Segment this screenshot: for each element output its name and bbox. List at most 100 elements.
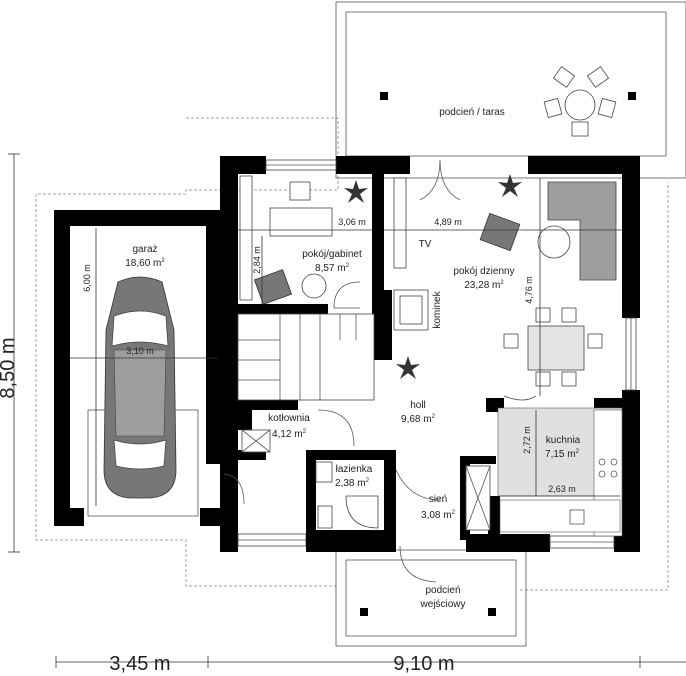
garage-wall-top <box>54 210 222 226</box>
terrace-outline <box>335 1 686 179</box>
house-wall-right-bottom <box>622 390 640 552</box>
stove-icon <box>598 458 618 478</box>
dining-chair <box>587 333 603 349</box>
terrace-table-set <box>543 66 617 137</box>
door-swing <box>399 545 437 583</box>
bathroom-sink <box>315 461 333 483</box>
terrace-column <box>628 92 636 100</box>
dim-living-width: 4,89 m <box>434 217 462 227</box>
room-area-holl: 9,68 m2 <box>401 414 436 425</box>
house-wall-bottom-left <box>220 530 238 552</box>
room-name-kuchnia: kuchnia <box>546 435 581 446</box>
dim-total-depth: 8,50 m <box>0 337 19 398</box>
wall-holl-left <box>238 400 298 410</box>
room-area-gabinet: 8,57 m2 <box>315 263 350 274</box>
round-table <box>301 273 327 299</box>
room-name-podcien-wejsciowy-1: podcień <box>425 585 460 596</box>
room-name-lazienka: łazienka <box>336 464 373 475</box>
room-area-dzienny: 23,28 m2 <box>464 280 504 291</box>
room-name-sien: sień <box>429 494 447 505</box>
wall-kominek <box>372 290 392 360</box>
room-name-gabinet: pokój/gabinet <box>302 249 362 260</box>
cabinet <box>393 177 407 269</box>
sien-wardrobe-x <box>465 465 491 531</box>
wall-kuchnia-left <box>488 496 500 552</box>
room-name-kotlownia: kotłownia <box>268 413 310 424</box>
room-name-podcien-taras: podcień / taras <box>439 107 505 118</box>
chair <box>289 181 311 201</box>
room-name-dzienny: pokój dzienny <box>453 266 514 277</box>
room-name-podcien-wejsciowy-2: wejściowy <box>419 599 465 610</box>
room-area-kuchnia: 7,15 m2 <box>545 449 580 460</box>
door-swing <box>503 395 537 401</box>
window <box>625 317 637 391</box>
terrace-inner <box>345 11 667 157</box>
terrace-door <box>419 159 461 201</box>
dim-living-depth: 4,76 m <box>524 276 534 304</box>
room-area-lazienka: 2,38 m2 <box>335 478 370 489</box>
boiler-x <box>241 429 271 453</box>
dim-line <box>8 153 686 668</box>
porch-inner <box>345 559 517 637</box>
dim-house-total-width: 9,10 m <box>393 653 454 675</box>
tv-label: TV <box>419 239 432 250</box>
garage-wall-bottom-left <box>54 508 84 526</box>
dim-garage-width: 3,10 m <box>126 346 154 356</box>
dim-garage-total-width: 3,45 m <box>109 653 170 675</box>
kominek-label: kominek <box>432 290 443 328</box>
dim-gabinet-depth: 2,84 m <box>252 246 262 274</box>
terrace-column <box>380 92 388 100</box>
kitchen-counter <box>499 499 621 533</box>
wall-gabinet-bottom <box>238 304 328 314</box>
dim-gabinet-width: 3,06 m <box>338 217 366 227</box>
porch-column <box>488 608 496 616</box>
house-wall-bottom-mid <box>306 530 396 552</box>
wall-sien-top <box>460 456 496 464</box>
house-wall-top-mid2 <box>392 156 410 174</box>
sink-icon <box>569 509 585 525</box>
house-wall-bottom-mid2 <box>466 534 550 552</box>
dining-chair <box>535 371 551 387</box>
house-wall-left <box>220 156 238 552</box>
dining-chair <box>561 307 577 323</box>
car-icon <box>103 276 177 499</box>
house-wall-top-mid <box>336 156 392 174</box>
room-area-kotlownia: 4,12 m2 <box>272 429 307 440</box>
stairs <box>237 313 375 401</box>
wall-lazienka-top <box>306 450 390 460</box>
dim-kitchen-width: 2,63 m <box>548 484 576 494</box>
garage-house-wall <box>206 210 222 464</box>
sofa <box>547 181 617 281</box>
window <box>549 535 615 549</box>
wall-gabinet-right <box>372 174 384 310</box>
house-wall-right-top <box>622 156 640 318</box>
window <box>237 533 307 547</box>
room-name-holl: holl <box>410 400 426 411</box>
door-swing <box>223 473 245 505</box>
toilet <box>317 505 333 529</box>
door-swing <box>333 281 361 309</box>
house-wall-top-right <box>528 156 640 174</box>
room-area-sien: 3,08 m2 <box>421 510 456 521</box>
wardrobe <box>239 175 253 301</box>
porch-outline <box>335 549 527 647</box>
dim-garage-depth: 6,00 m <box>82 264 92 292</box>
plant-icon <box>396 356 420 379</box>
wall-kuchnia-top-right <box>594 398 624 410</box>
door-swing <box>317 409 355 447</box>
armchair <box>479 212 521 252</box>
garage-wall-left <box>54 210 70 526</box>
window <box>265 159 337 171</box>
dining-chair <box>535 307 551 323</box>
garage-wall-bottom-right <box>200 508 224 526</box>
plant-icon <box>498 174 522 197</box>
wall-kotlownia-bottom <box>238 450 266 460</box>
coffee-table <box>537 225 571 259</box>
desk <box>269 207 333 237</box>
fireplace-inner <box>399 295 423 325</box>
dining-table <box>527 325 585 371</box>
shower <box>345 495 379 529</box>
room-name-garaz: garaż <box>132 244 157 255</box>
wall-lazienka-left <box>306 450 316 550</box>
